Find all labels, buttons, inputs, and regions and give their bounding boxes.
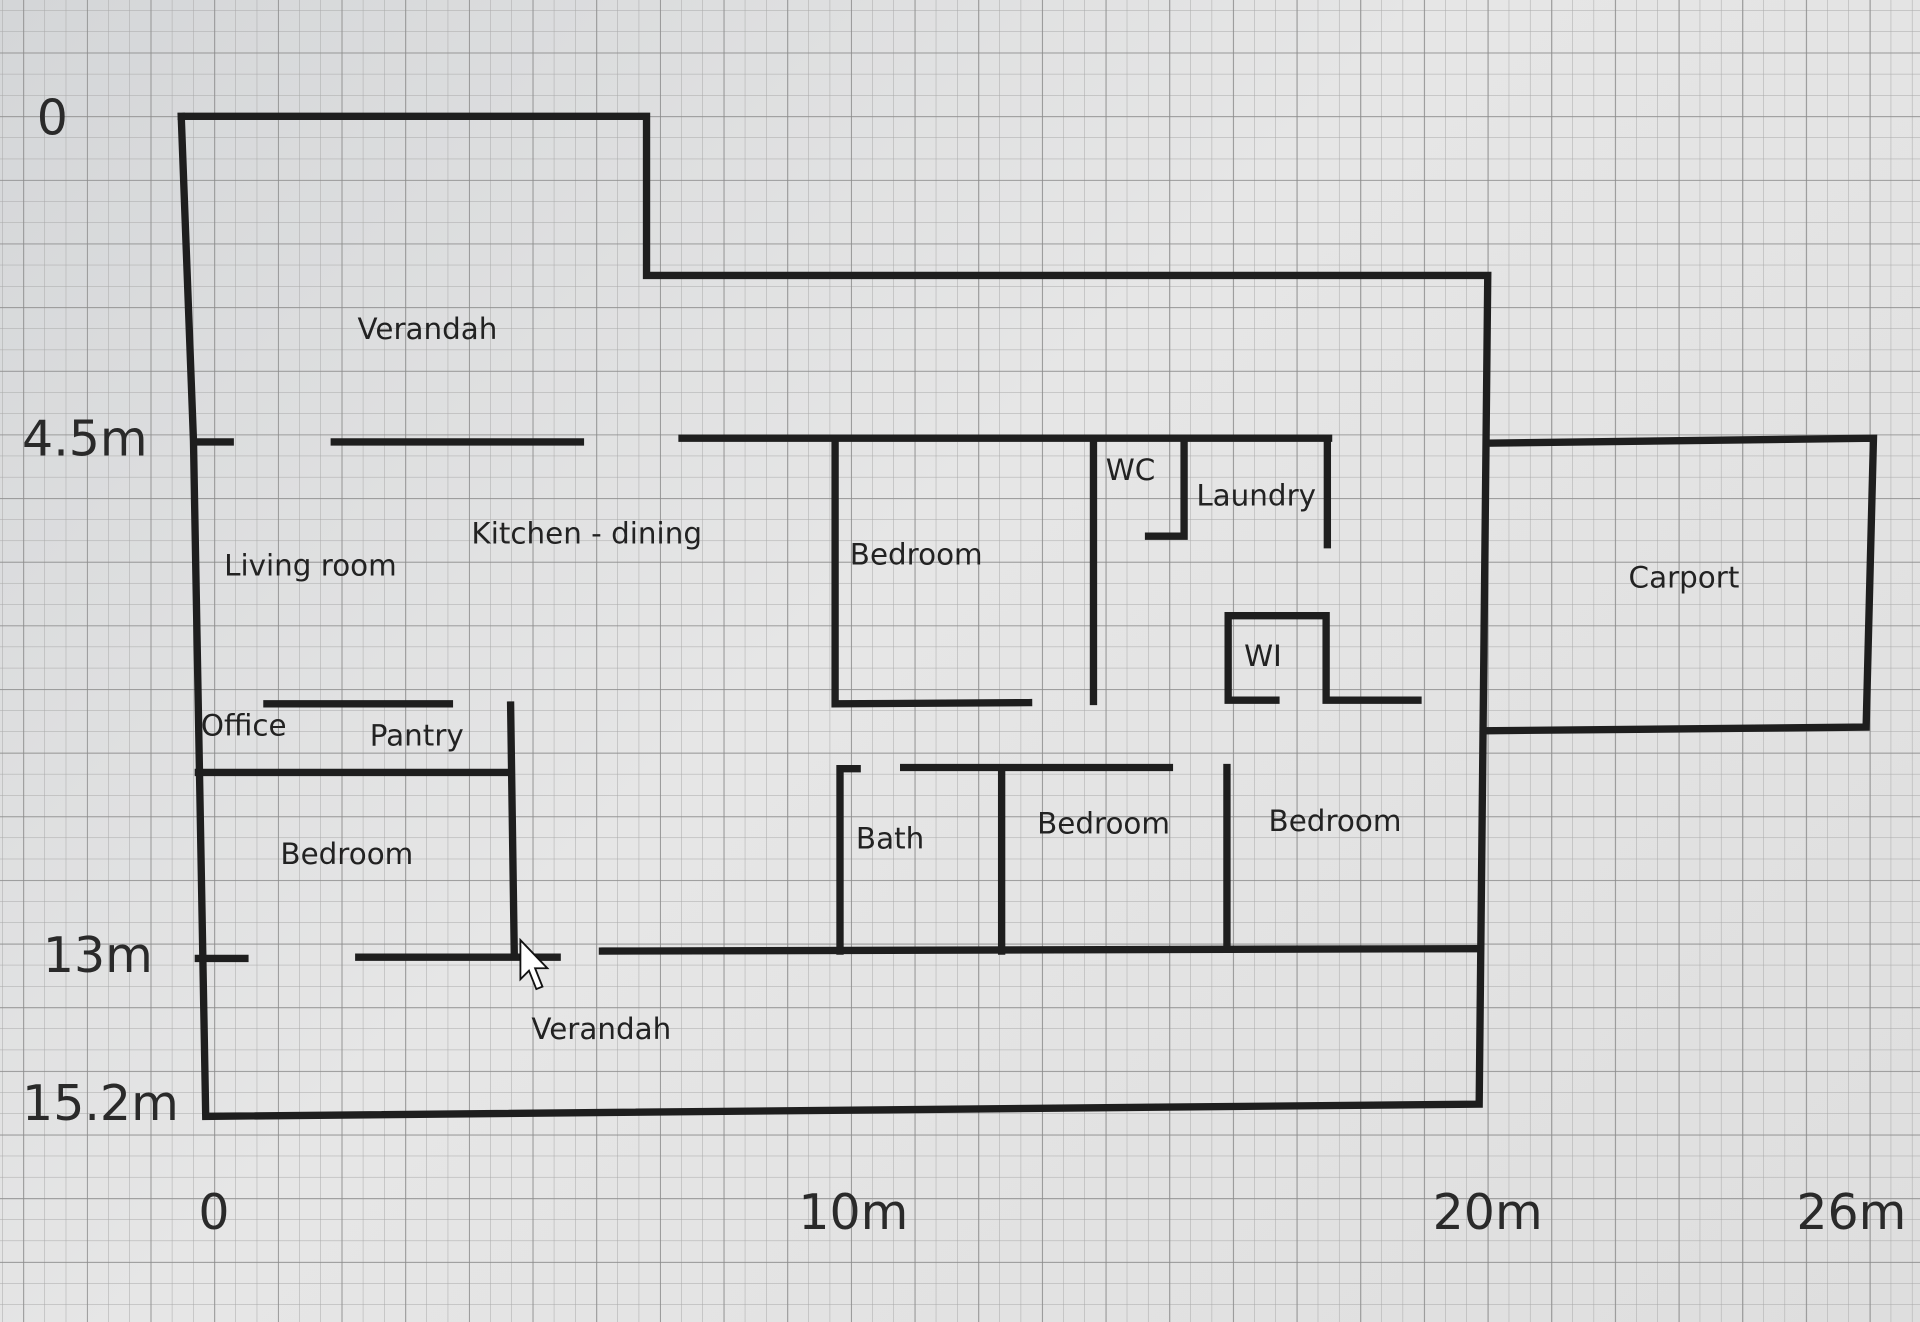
x-label-0: 0	[198, 1184, 229, 1241]
bath-bedroom-walls	[836, 763, 1231, 955]
walls	[177, 112, 1878, 1121]
label-wc: WC	[1106, 453, 1156, 487]
label-bath: Bath	[856, 821, 924, 855]
label-bedroom-main: Bedroom	[850, 537, 983, 571]
label-bedroom-right: Bedroom	[1269, 804, 1402, 838]
office-pantry-walls	[194, 700, 519, 959]
y-label-0: 0	[37, 90, 68, 147]
x-label-20m: 20m	[1433, 1184, 1543, 1241]
label-bedroom-left: Bedroom	[280, 837, 413, 871]
x-label-10m: 10m	[798, 1184, 908, 1241]
wi-walls	[1224, 612, 1422, 704]
x-label-26m: 26m	[1796, 1184, 1906, 1241]
label-bedroom-mid: Bedroom	[1037, 807, 1170, 841]
room-labels: Verandah Living room Kitchen - dining Be…	[201, 312, 1740, 1046]
label-kitchen: Kitchen - dining	[471, 516, 702, 550]
y-axis-labels: 0 4.5m 13m 15.2m	[22, 90, 179, 1132]
label-carport: Carport	[1629, 561, 1740, 595]
label-pantry: Pantry	[370, 718, 464, 752]
y-label-4-5m: 4.5m	[22, 410, 148, 467]
label-office: Office	[201, 709, 287, 743]
carport-walls	[1480, 434, 1878, 735]
bedroom-main-walls	[831, 439, 1098, 708]
label-living-room: Living room	[224, 548, 397, 582]
wc-walls	[1144, 434, 1332, 549]
outer-wall	[177, 112, 1492, 1121]
label-verandah-bottom: Verandah	[531, 1012, 671, 1046]
x-axis-labels: 0 10m 20m 26m	[198, 1184, 1906, 1241]
y-label-13m: 13m	[43, 927, 153, 984]
label-verandah-top: Verandah	[358, 312, 498, 346]
label-wi: WI	[1244, 639, 1282, 673]
label-laundry: Laundry	[1196, 479, 1316, 513]
wall-4-5m	[192, 434, 1333, 446]
y-label-15-2m: 15.2m	[22, 1075, 179, 1132]
mouse-cursor-icon	[519, 937, 550, 991]
